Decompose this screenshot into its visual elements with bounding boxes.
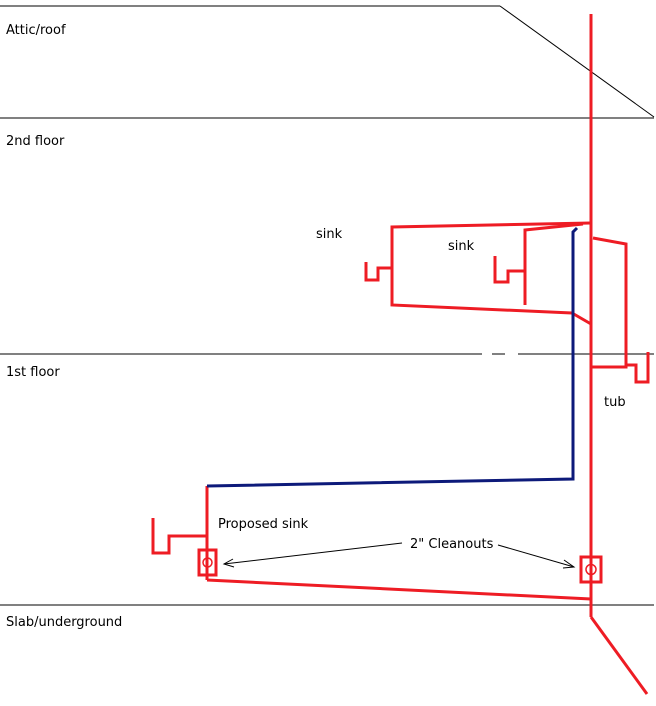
cleanout-arrow-left — [223, 542, 403, 565]
sink-right-loop — [523, 222, 584, 305]
proposed-sink-trap — [151, 518, 207, 555]
tub-trap — [626, 352, 650, 384]
floor-label-attic: Attic/roof — [6, 23, 66, 38]
sink-left-trap — [364, 262, 392, 282]
cleanout-left-plug — [202, 557, 213, 568]
cleanout-arrowhead-left — [222, 558, 235, 568]
sink-branch-upper — [390, 221, 592, 315]
proposed-sink-vent — [206, 226, 579, 488]
underground-outlet — [589, 616, 649, 695]
floor-label-1st: 1st floor — [6, 365, 60, 380]
floor-label-slab: Slab/underground — [6, 615, 122, 630]
cleanouts-label: 2" Cleanouts — [410, 537, 494, 552]
floor-label-2nd: 2nd floor — [6, 134, 65, 149]
sink-right-trap — [493, 256, 525, 284]
cleanout-arrows — [222, 542, 576, 569]
vent-pipes — [206, 226, 579, 488]
sink-branch-lower-join — [571, 311, 592, 326]
cleanout-arrow-right — [497, 544, 575, 568]
building-outline — [0, 5, 655, 606]
cleanout-left — [197, 548, 218, 577]
fixture-label-sink-left: sink — [316, 227, 343, 242]
cleanout-arrowhead-right — [562, 559, 576, 569]
tub-vent-branch — [591, 236, 628, 369]
fixture-label-sink-right: sink — [448, 239, 475, 254]
cleanout-right-plug — [585, 563, 597, 576]
fixture-label-tub: tub — [604, 395, 626, 410]
fixture-label-proposed-sink: Proposed sink — [218, 517, 309, 532]
roof-slope-line — [499, 5, 655, 118]
cleanout-right — [579, 555, 603, 584]
drain-pipes — [151, 14, 650, 695]
building-drain — [206, 578, 592, 601]
